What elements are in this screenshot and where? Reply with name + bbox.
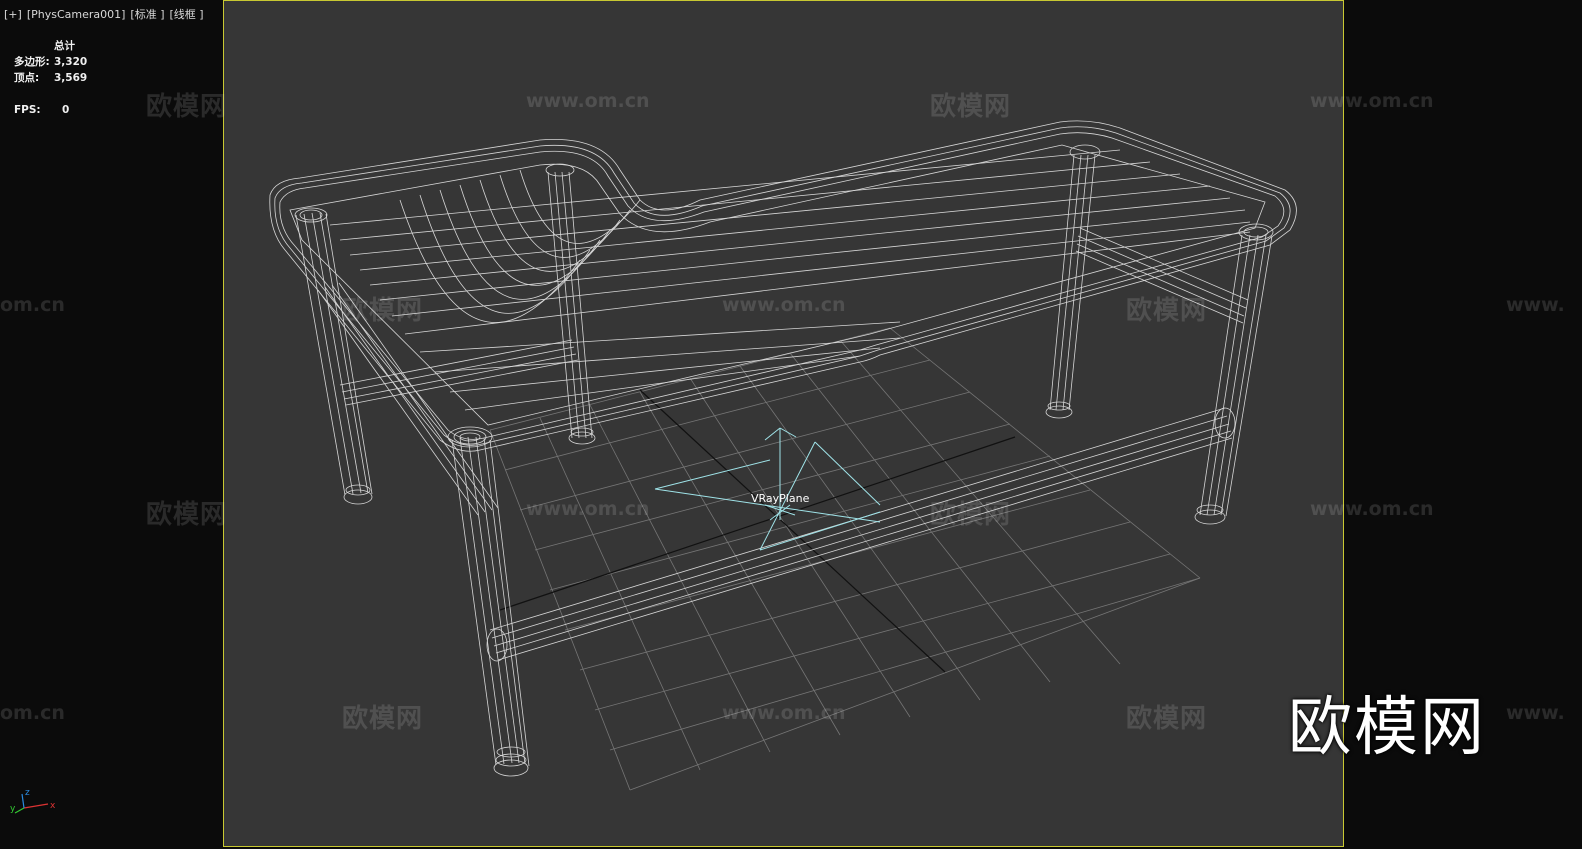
fps-label: FPS: (14, 104, 41, 116)
table-wireframe (269, 120, 1297, 777)
viewport-camera-label[interactable]: [PhysCamera001] (26, 8, 126, 21)
home-grid (489, 327, 1201, 791)
viewport-shading-label[interactable]: [标准 ] (130, 8, 165, 21)
stretcher-back-left (339, 339, 579, 406)
stats-header: 总计 (54, 40, 75, 52)
axis-x-label: x (50, 801, 56, 811)
leg-back-right (1045, 144, 1101, 419)
verts-label: 顶点: (14, 72, 40, 84)
leg-front-left (447, 426, 530, 777)
brand-logo: 欧模网 (1288, 691, 1486, 765)
polys-value: 3,320 (54, 56, 88, 68)
viewport-menu-plus[interactable]: [+] (4, 8, 22, 21)
axis-z-label: z (25, 788, 30, 798)
statistics-overlay: 总计 多边形: 3,320 顶点: 3,569 FPS: 0 (14, 38, 87, 118)
leg-front-right (1194, 223, 1274, 525)
axis-y-label: y (10, 804, 16, 814)
grid-axes (499, 389, 1016, 673)
vray-plane-gizmo (654, 427, 881, 551)
viewport-mode-label[interactable]: [线框 ] (169, 8, 204, 21)
fps-value: 0 (62, 104, 70, 116)
axis-tripod-icon: x z y (10, 788, 56, 814)
leg-back-middle (545, 163, 596, 445)
verts-value: 3,569 (54, 72, 88, 84)
stretcher-right (1075, 227, 1249, 324)
leg-back-left (294, 207, 373, 505)
polys-label: 多边形: (14, 56, 50, 68)
safe-frame[interactable] (223, 0, 1344, 847)
vray-plane-label[interactable]: VRayPlane (751, 492, 810, 505)
stretcher-left-side (317, 282, 499, 516)
viewport-label[interactable]: [+] [PhysCamera001] [标准 ] [线框 ] (4, 6, 209, 22)
